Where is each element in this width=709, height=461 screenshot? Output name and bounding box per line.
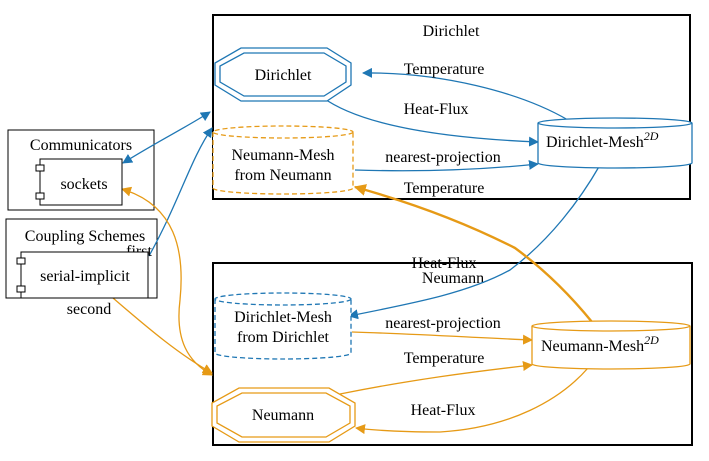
- node-neumann-participant-label: Neumann: [252, 407, 314, 424]
- edge-label-second: second: [67, 301, 111, 318]
- node-sockets-label: sockets: [60, 176, 107, 193]
- cluster-neumann: Neumann: [212, 262, 693, 446]
- edge-label-temperature-top: Temperature: [404, 61, 485, 78]
- edge-label-heat-flux-top: Heat-Flux: [404, 101, 469, 118]
- cluster-dirichlet: Dirichlet: [212, 14, 691, 200]
- node-dirichlet-mesh-superscript: 2D: [644, 129, 659, 143]
- edge-nearest-projection-bottom: nearest-projection: [351, 315, 533, 345]
- cluster-coupling-schemes-label: Coupling Schemes: [25, 228, 145, 245]
- cluster-communicators-label: Communicators: [30, 137, 132, 154]
- node-neumann-mesh[interactable]: Neumann-Mesh2D: [531, 320, 691, 370]
- node-dirichlet-mesh-from-dirichlet[interactable]: Dirichlet-Mesh from Dirichlet: [214, 292, 352, 360]
- edge-temperature-bottom: Temperature: [339, 350, 533, 395]
- edge-label-nearest-projection-bottom: nearest-projection: [385, 315, 501, 332]
- edge-nearest-projection-top: nearest-projection: [354, 149, 539, 172]
- edge-label-heat-flux-bottom: Heat-Flux: [411, 402, 476, 419]
- node-neumann-mesh-from-neumann[interactable]: Neumann-Mesh from Neumann: [212, 125, 354, 195]
- node-dirichlet-participant-label: Dirichlet: [255, 67, 312, 84]
- edge-temperature-top: Temperature: [362, 61, 569, 121]
- node-serial-implicit[interactable]: serial-implicit: [16, 251, 149, 299]
- cluster-communicators: Communicators: [7, 129, 155, 211]
- edge-heat-flux-cross: Heat-Flux: [353, 184, 593, 323]
- node-neumann-mesh-name: Neumann-Mesh: [541, 338, 644, 355]
- node-dirichlet-mesh-from-dirichlet-line1: Dirichlet-Mesh: [234, 309, 332, 326]
- edge-label-nearest-projection-top: nearest-projection: [385, 149, 501, 166]
- node-dirichlet-participant[interactable]: Dirichlet: [214, 47, 352, 102]
- node-dirichlet-mesh-label: Dirichlet-Mesh2D: [546, 129, 659, 151]
- cluster-dirichlet-label: Dirichlet: [423, 23, 480, 40]
- edge-heat-flux-top: Heat-Flux: [321, 96, 539, 147]
- cluster-neumann-label: Neumann: [422, 270, 484, 287]
- node-dirichlet-mesh-name: Dirichlet-Mesh: [546, 134, 644, 151]
- edge-sockets-dirichlet: [122, 111, 211, 164]
- node-neumann-participant[interactable]: Neumann: [211, 387, 356, 443]
- node-dirichlet-mesh[interactable]: Dirichlet-Mesh2D: [537, 117, 693, 169]
- node-dirichlet-mesh-from-dirichlet-line2: from Dirichlet: [237, 329, 330, 346]
- edge-heat-flux-bottom: Heat-Flux: [355, 367, 589, 435]
- node-neumann-mesh-from-neumann-line1: Neumann-Mesh: [231, 147, 334, 164]
- edge-temperature-cross: Temperature: [348, 164, 601, 320]
- node-neumann-mesh-superscript: 2D: [644, 333, 659, 347]
- node-neumann-mesh-label: Neumann-Mesh2D: [541, 333, 659, 355]
- edge-label-heat-flux-cross: Heat-Flux: [412, 255, 477, 272]
- edge-sockets-neumann: [121, 186, 213, 376]
- node-serial-implicit-label: serial-implicit: [40, 268, 130, 285]
- edge-second: second: [67, 297, 213, 374]
- edge-label-temperature-cross: Temperature: [404, 180, 485, 197]
- node-sockets[interactable]: sockets: [35, 158, 123, 206]
- edge-label-temperature-bottom: Temperature: [404, 350, 485, 367]
- node-neumann-mesh-from-neumann-line2: from Neumann: [234, 167, 331, 184]
